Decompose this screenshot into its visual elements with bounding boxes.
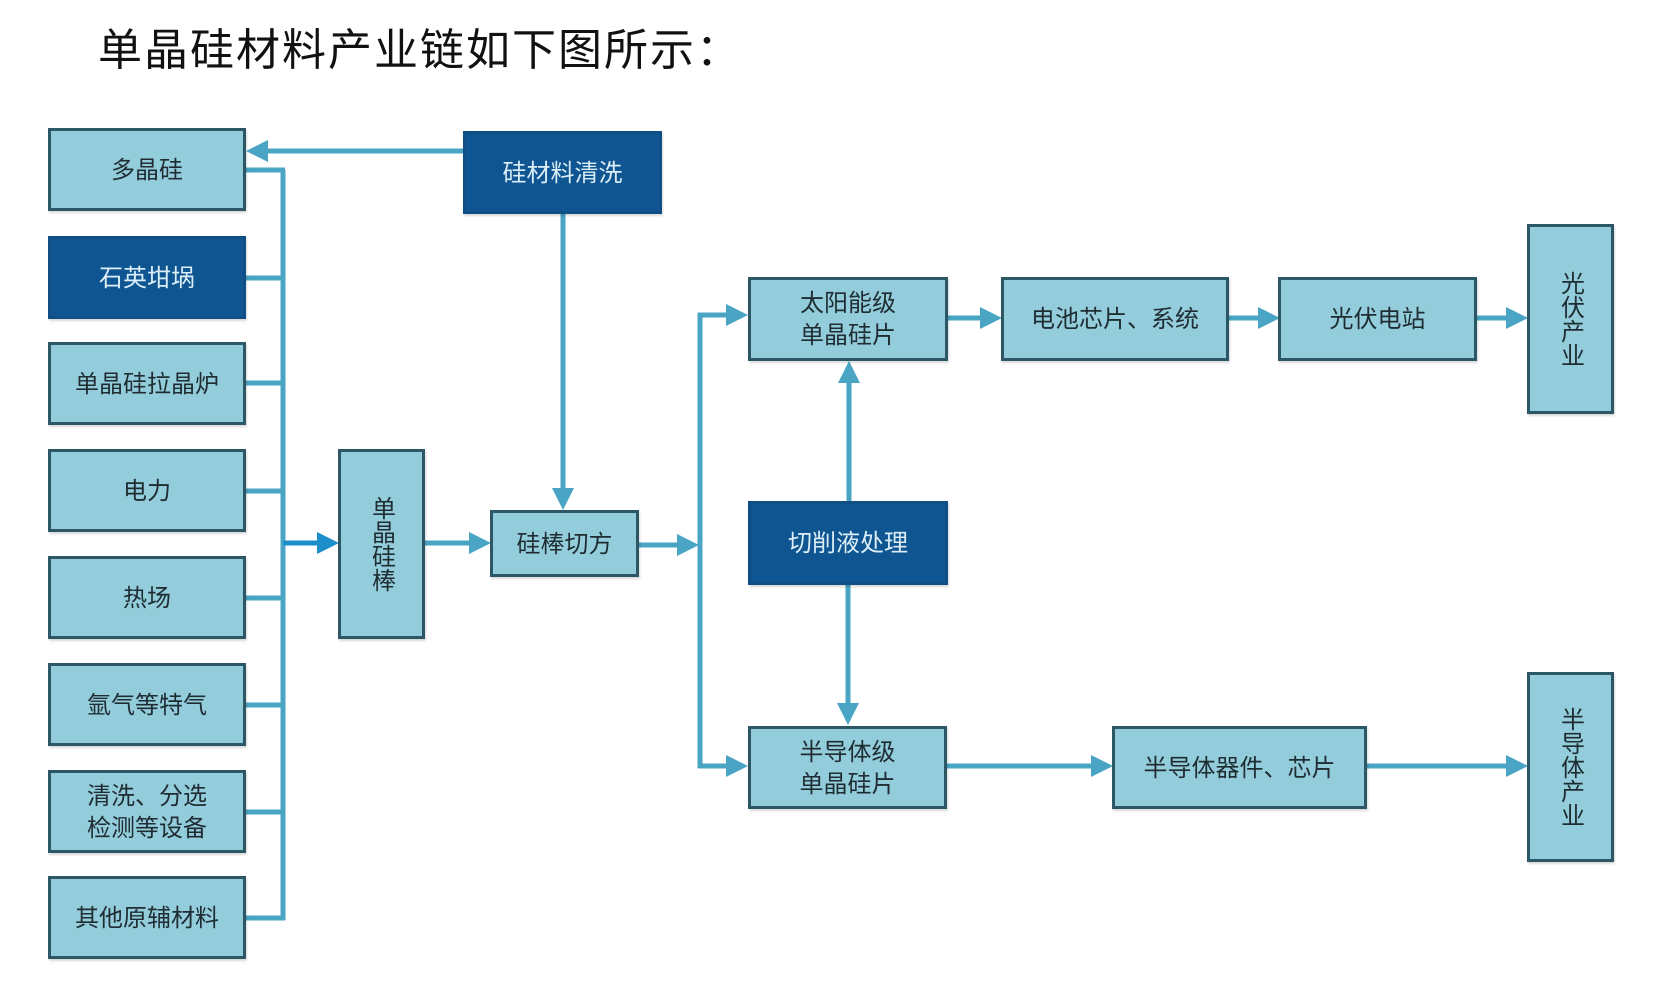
node-label: 半导体器件、芯片: [1143, 753, 1336, 782]
node-mono-ingot: 单晶硅棒: [338, 449, 425, 639]
arrowhead: [469, 532, 491, 554]
node-other-materials: 其他原辅材料: [48, 876, 246, 959]
node-label: 多晶硅: [111, 155, 183, 184]
node-thermal-field: 热场: [48, 556, 246, 639]
node-solar-wafer: 太阳能级 单晶硅片: [748, 277, 948, 361]
node-label: 热场: [123, 583, 171, 612]
node-label: 太阳能级 单晶硅片: [800, 289, 896, 349]
arrowhead: [1506, 307, 1528, 329]
node-label: 石英坩埚: [99, 263, 195, 292]
node-label: 光伏电站: [1329, 305, 1426, 333]
node-cells-systems: 电池芯片、系统: [1001, 277, 1229, 361]
arrowhead: [246, 140, 268, 162]
arrowhead: [552, 488, 574, 510]
node-label: 氩气等特气: [87, 690, 207, 719]
node-pv-industry: 光伏产业: [1527, 224, 1614, 414]
node-label: 清洗、分选 检测等设备: [87, 781, 207, 842]
arrowhead: [317, 532, 339, 554]
node-label: 单晶硅拉晶炉: [75, 369, 219, 398]
node-label: 光伏产业: [1556, 271, 1585, 367]
node-label: 单晶硅棒: [367, 496, 396, 592]
node-cleaning-equipment: 清洗、分选 检测等设备: [48, 770, 246, 853]
node-ingot-squaring: 硅棒切方: [490, 510, 639, 577]
node-pv-station: 光伏电站: [1278, 277, 1477, 361]
arrowhead: [726, 755, 748, 777]
arrowhead: [1506, 755, 1528, 777]
node-silicon-cleaning: 硅材料清洗: [463, 131, 662, 214]
node-label: 半导体产业: [1556, 707, 1585, 827]
node-label: 半导体级 单晶硅片: [799, 737, 896, 798]
node-label: 电池芯片、系统: [1031, 305, 1199, 333]
arrowhead: [837, 703, 859, 725]
node-polysilicon: 多晶硅: [48, 128, 246, 211]
arrowhead: [677, 534, 699, 556]
node-label: 硅棒切方: [516, 529, 613, 558]
arrowhead: [1258, 307, 1280, 329]
node-cutting-fluid: 切削液处理: [748, 501, 948, 585]
node-label: 电力: [123, 476, 171, 505]
arrowhead: [726, 304, 748, 326]
node-semi-wafer: 半导体级 单晶硅片: [748, 726, 947, 809]
node-label: 其他原辅材料: [75, 903, 219, 932]
arrowhead: [838, 361, 860, 383]
page-title: 单晶硅材料产业链如下图所示：: [98, 25, 742, 76]
node-label: 切削液处理: [788, 529, 908, 557]
node-argon-gases: 氩气等特气: [48, 663, 246, 746]
arrowhead: [980, 307, 1002, 329]
node-crystal-furnace: 单晶硅拉晶炉: [48, 342, 246, 425]
node-semi-devices: 半导体器件、芯片: [1112, 726, 1367, 809]
arrowhead: [1091, 755, 1113, 777]
node-quartz-crucible: 石英坩埚: [48, 236, 246, 319]
node-semi-industry: 半导体产业: [1527, 672, 1614, 862]
node-label: 硅材料清洗: [502, 158, 623, 187]
node-electricity: 电力: [48, 449, 246, 532]
